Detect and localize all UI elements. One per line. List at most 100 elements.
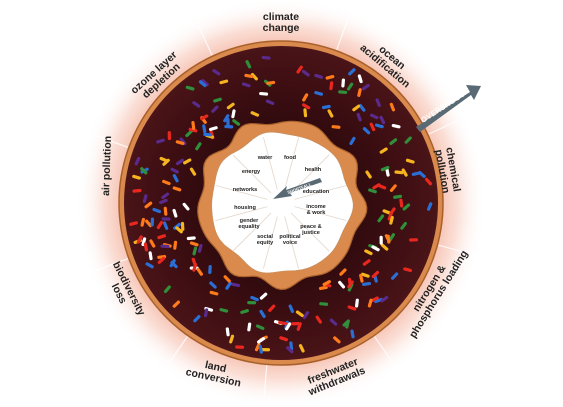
sprinkle xyxy=(358,103,366,112)
sprinkle xyxy=(229,334,235,344)
sprinkle xyxy=(329,318,338,326)
sprinkle xyxy=(182,202,190,211)
sprinkle xyxy=(347,283,354,292)
sprinkle xyxy=(418,170,426,178)
sprinkle xyxy=(258,344,263,354)
sprinkle xyxy=(162,179,171,186)
sprinkle xyxy=(200,114,209,121)
foundation-label-line: energy xyxy=(242,169,261,175)
sprinkle xyxy=(193,315,201,323)
sprinkle xyxy=(341,78,346,88)
sprinkle xyxy=(385,167,390,177)
sprinkle xyxy=(285,322,292,331)
sector-dividers xyxy=(88,10,480,407)
sprinkle xyxy=(156,220,164,230)
sprinkle xyxy=(394,170,404,175)
sprinkle xyxy=(409,238,419,242)
sprinkle xyxy=(232,119,241,126)
sprinkle xyxy=(172,300,180,308)
sprinkle xyxy=(132,188,142,193)
sprinkle xyxy=(159,198,168,205)
sprinkle xyxy=(362,281,372,286)
sprinkle xyxy=(371,270,380,279)
foundation-label-line: voice xyxy=(283,240,297,246)
sprinkle xyxy=(223,114,230,123)
sprinkle xyxy=(156,138,165,144)
sprinkle xyxy=(201,79,209,87)
sprinkle xyxy=(368,188,377,194)
sprinkle xyxy=(259,309,266,319)
sprinkle xyxy=(191,121,196,131)
sprinkle xyxy=(152,207,162,214)
sprinkle xyxy=(303,108,308,118)
sprinkle xyxy=(318,285,328,291)
sprinkle xyxy=(375,98,381,107)
foundation-spoke xyxy=(232,212,272,252)
sprinkle xyxy=(140,167,148,175)
sprinkle xyxy=(384,234,391,243)
sprinkle xyxy=(140,217,146,227)
sprinkle xyxy=(244,73,254,79)
sprinkle xyxy=(160,244,170,249)
sector-divider xyxy=(428,115,468,135)
sprinkle xyxy=(424,177,433,186)
sprinkle xyxy=(365,170,372,179)
foundation-label-line: housing xyxy=(234,205,256,211)
sprinkle xyxy=(219,79,229,85)
foundation-label: health xyxy=(305,167,322,173)
sprinkle xyxy=(389,138,398,146)
sprinkle xyxy=(374,298,383,304)
foundation-label-line: peace & xyxy=(300,224,321,230)
sprinkle xyxy=(338,90,348,95)
sprinkle xyxy=(208,126,218,131)
sprinkle xyxy=(388,233,395,242)
sprinkle xyxy=(189,167,197,176)
sprinkle xyxy=(240,309,249,314)
sprinkle xyxy=(347,305,357,311)
sprinkle xyxy=(136,235,143,244)
foundation-label: housing xyxy=(234,205,256,211)
foundation-label-line: water xyxy=(257,155,273,161)
sprinkle xyxy=(391,123,401,129)
sprinkle xyxy=(265,99,275,106)
foundation-label-line: gender xyxy=(240,218,259,224)
sprinkle xyxy=(391,272,399,280)
sprinkle xyxy=(389,102,396,112)
sprinkle xyxy=(208,265,212,275)
sprinkle xyxy=(355,298,359,308)
sprinkle xyxy=(401,168,408,177)
sprinkle xyxy=(261,347,271,352)
sprinkle xyxy=(331,125,341,129)
foundation-label-line: & work xyxy=(307,210,327,216)
doughnut-hole xyxy=(211,131,354,274)
foundation-spoke xyxy=(215,185,268,200)
sprinkle xyxy=(322,280,331,287)
sprinkle xyxy=(369,122,376,132)
sprinkle xyxy=(427,202,433,211)
sprinkle xyxy=(245,60,252,69)
foundation-label-line: equity xyxy=(257,240,274,246)
sprinkle xyxy=(250,295,259,302)
sprinkle xyxy=(212,69,221,76)
boundary-label-line: land xyxy=(204,359,228,375)
sprinkle xyxy=(377,184,387,190)
sprinkle xyxy=(163,206,168,216)
sector-divider xyxy=(193,16,213,56)
sprinkle xyxy=(185,129,193,138)
sprinkle xyxy=(192,262,198,272)
sprinkle xyxy=(352,104,361,112)
sprinkle xyxy=(225,327,230,337)
sprinkle xyxy=(357,74,363,84)
sprinkle xyxy=(179,137,187,146)
sprinkle xyxy=(400,221,407,230)
sprinkle xyxy=(321,104,331,110)
sprinkle xyxy=(377,214,385,223)
sprinkle xyxy=(192,246,198,256)
sprinkle xyxy=(202,124,207,134)
sprinkle xyxy=(364,249,373,256)
sprinkle xyxy=(129,221,138,226)
